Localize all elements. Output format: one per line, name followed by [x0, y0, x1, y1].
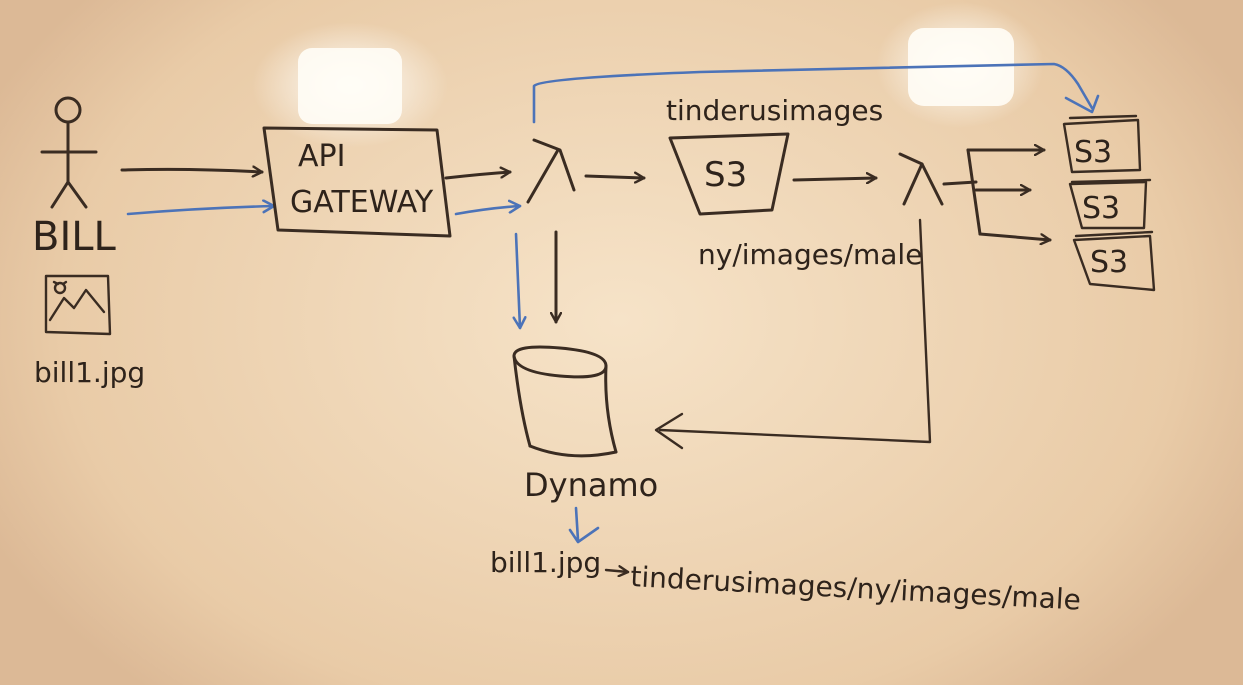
- s3-bucket-icon: [668, 132, 790, 216]
- lambda-to-dynamo-return: [658, 218, 932, 444]
- s3-to-lambda-arrow: [792, 178, 878, 180]
- gateway-to-lambda-arrow: [444, 172, 512, 180]
- bucket-path: ny/images/male: [698, 238, 922, 271]
- user-stick-figure-icon: [40, 96, 98, 209]
- actor-name: BILL: [32, 214, 117, 260]
- blue-request-arrow: [126, 206, 276, 216]
- mapping-key: bill1.jpg: [490, 546, 601, 579]
- output-s3-bucket-icon-3: [1072, 230, 1156, 292]
- output-s3-bucket-icon-1: [1062, 114, 1142, 174]
- blue-upload-arrowhead: [1064, 94, 1100, 114]
- output-s3-label-2: S3: [1082, 191, 1120, 226]
- output-s3-label-3: S3: [1090, 245, 1128, 280]
- request-arrow: [120, 169, 264, 172]
- blue-gateway-to-lambda-arrow: [454, 206, 522, 216]
- lambda-function-icon: [526, 138, 576, 204]
- gateway-line1: API: [298, 139, 345, 174]
- file-name: bill1.jpg: [34, 356, 145, 389]
- output-s3-label-1: S3: [1074, 135, 1112, 170]
- dynamo-database-icon: [512, 345, 618, 458]
- dynamo-record-arrowhead: [568, 526, 600, 544]
- dynamo-record-arrow: [574, 506, 580, 542]
- lambda-function-icon-2: [898, 152, 944, 206]
- image-file-icon: [44, 274, 112, 336]
- gateway-line2: GATEWAY: [290, 185, 434, 220]
- blue-upload-path: [532, 62, 1094, 124]
- mapping-arrow: [604, 570, 630, 572]
- output-s3-bucket-icon-2: [1068, 178, 1152, 230]
- api-gateway-box: [262, 126, 452, 238]
- lambda-to-s3-arrow: [584, 176, 646, 178]
- return-arrowhead: [654, 412, 684, 450]
- bucket-name: tinderusimages: [666, 94, 883, 127]
- s3-bucket-label: S3: [704, 155, 747, 195]
- light-glare: [298, 48, 402, 124]
- database-name: Dynamo: [524, 466, 658, 504]
- mapping-value: tinderusimages/ny/images/male: [630, 560, 1082, 617]
- blue-lambda-to-dynamo-arrow: [516, 232, 520, 330]
- fanout-arrow-3: [978, 232, 1052, 240]
